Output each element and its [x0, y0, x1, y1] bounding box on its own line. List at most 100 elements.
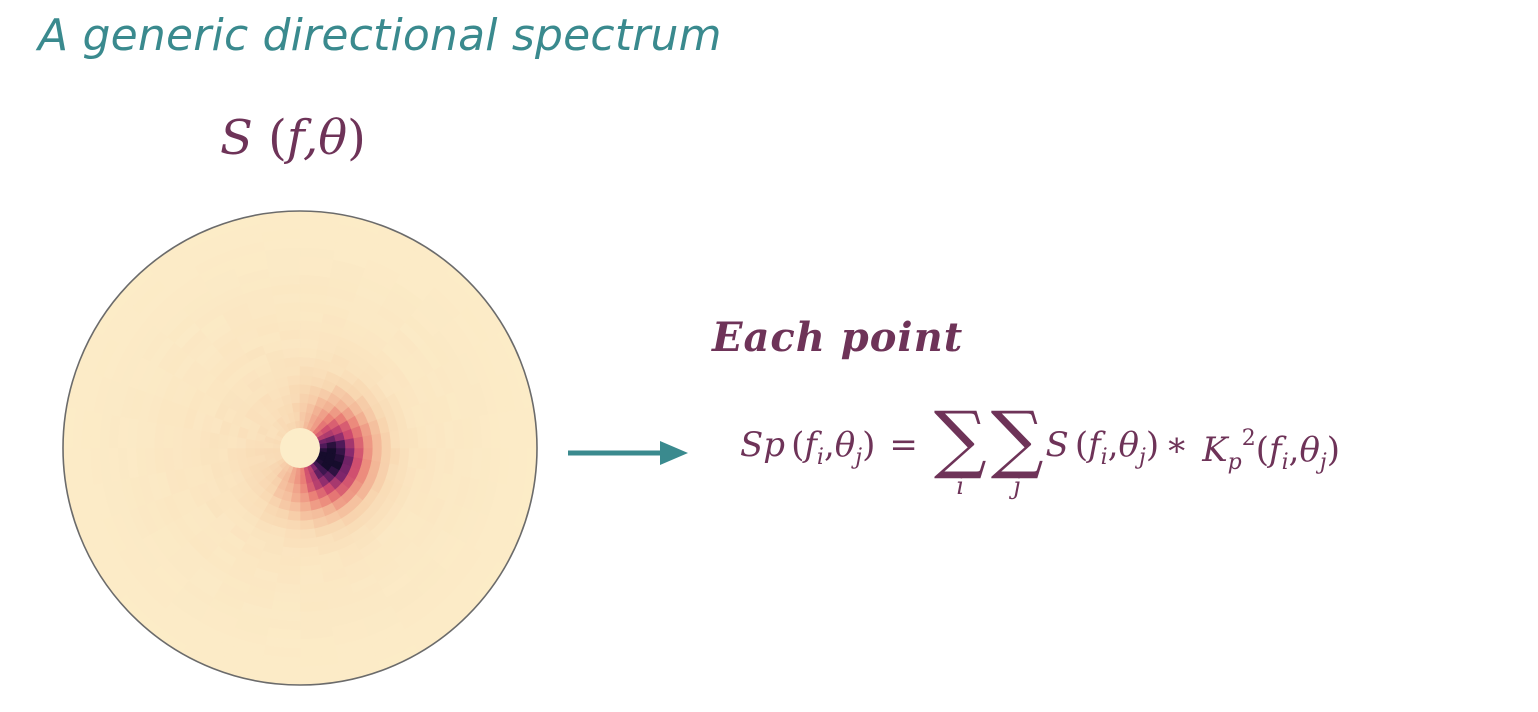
polar-cell — [389, 430, 401, 449]
polar-cell — [254, 447, 265, 457]
spectrum-symbol: S — [220, 110, 253, 166]
polar-boundary — [62, 210, 538, 686]
polar-cell — [217, 433, 229, 449]
spectrum-open-paren: ( — [268, 110, 287, 166]
formula-comma: , — [1107, 425, 1119, 465]
formula-open-paren: ( — [1074, 425, 1089, 465]
formula-j: j — [1139, 445, 1146, 470]
polar-cell — [362, 434, 374, 449]
polar-cell — [208, 431, 220, 449]
polar-cell — [398, 428, 410, 449]
polar-cell — [299, 537, 318, 549]
formula-K: K — [1202, 430, 1228, 470]
formula-j: j — [1319, 450, 1327, 475]
polar-spectrum-cells — [62, 210, 538, 686]
polar-cell — [299, 347, 318, 359]
polar-cell — [362, 447, 374, 462]
polar-cell — [299, 365, 315, 377]
formula-lhs: Sp(fi,θj) — [740, 428, 875, 469]
polar-cell — [299, 510, 314, 522]
polar-cell — [371, 433, 383, 449]
formula-f: f — [1088, 425, 1101, 465]
formula-open-paren: ( — [791, 425, 805, 465]
polar-cell — [299, 483, 309, 494]
polar-cell — [286, 510, 301, 522]
polar-cell — [208, 447, 220, 465]
polar-cell — [181, 447, 193, 469]
polar-cell — [181, 427, 193, 449]
polar-cell — [380, 431, 392, 449]
formula-i: i — [816, 445, 824, 470]
page-title: A generic directional spectrum — [38, 10, 722, 61]
polar-cell — [299, 329, 321, 341]
polar-cell — [407, 447, 419, 469]
formula-power: 2 — [1241, 426, 1256, 451]
polar-cell — [407, 427, 419, 449]
polar-cell — [299, 492, 310, 503]
polar-cell — [353, 436, 365, 449]
formula-i: i — [1100, 445, 1108, 470]
polar-cell — [282, 537, 301, 549]
formula-kernel-term: Kp2(fi,θj) — [1202, 428, 1340, 474]
polar-cell — [380, 447, 392, 465]
polar-cell — [285, 519, 301, 531]
polar-cell — [299, 383, 312, 395]
polar-cell — [288, 501, 301, 513]
polar-cell — [291, 402, 301, 413]
sum-over-i: ∑ i — [933, 396, 987, 500]
polar-cell — [299, 338, 320, 350]
formula-equals: = — [889, 425, 918, 465]
formula-f: f — [1268, 430, 1282, 470]
polar-cell — [279, 329, 301, 341]
polar-cell — [299, 356, 317, 368]
polar-cell — [398, 447, 410, 468]
polar-cell — [285, 365, 301, 377]
polar-cell — [299, 374, 314, 386]
polar-cell — [283, 356, 301, 368]
polar-cell — [280, 546, 301, 558]
polar-cell — [371, 447, 383, 463]
polar-cell — [283, 528, 301, 540]
polar-cell — [290, 393, 301, 404]
polar-cell — [199, 430, 211, 449]
polar-cell — [190, 447, 202, 468]
sum-index-j: j — [1013, 472, 1021, 500]
sigma-symbol: ∑ — [990, 396, 1044, 482]
polar-cell — [199, 447, 211, 466]
formula-S: S — [1045, 425, 1069, 465]
formula-times: ∗ — [1165, 425, 1189, 465]
polar-cell — [190, 428, 202, 449]
formula-open-paren: ( — [1255, 430, 1269, 470]
right-arrow-icon — [568, 441, 688, 465]
sum-index-i: i — [956, 472, 965, 500]
formula-f: f — [804, 425, 817, 465]
polar-cell — [226, 447, 238, 462]
formula-close-paren: ) — [1326, 430, 1341, 470]
polar-center — [280, 428, 320, 468]
polar-cell — [279, 555, 301, 567]
each-point-heading: Each point — [712, 314, 964, 361]
formula-i: i — [1281, 450, 1289, 475]
polar-cell — [344, 438, 355, 449]
polar-cell — [235, 436, 247, 449]
sigma-symbol: ∑ — [933, 396, 987, 482]
polar-cell — [299, 501, 312, 513]
polar-cell — [335, 439, 346, 449]
spectrum-label: S (f,θ) — [220, 110, 366, 166]
polar-cell — [286, 374, 301, 386]
formula-close-paren: ) — [1145, 425, 1160, 465]
formula-lhs-symbol: Sp — [740, 425, 786, 465]
polar-cell — [299, 519, 315, 531]
formula-theta: θ — [1299, 430, 1320, 470]
polar-cell — [288, 383, 301, 395]
polar-cell — [299, 555, 321, 567]
polar-cell — [299, 546, 320, 558]
polar-cell — [235, 447, 247, 460]
polar-spectrum-plot — [62, 210, 538, 686]
polar-cell — [282, 347, 301, 359]
spectrum-close-paren: ) — [347, 110, 366, 166]
formula-comma: , — [823, 425, 835, 465]
formula-theta: θ — [1118, 425, 1140, 465]
polar-cell — [389, 447, 401, 466]
polar-cell — [245, 447, 256, 458]
